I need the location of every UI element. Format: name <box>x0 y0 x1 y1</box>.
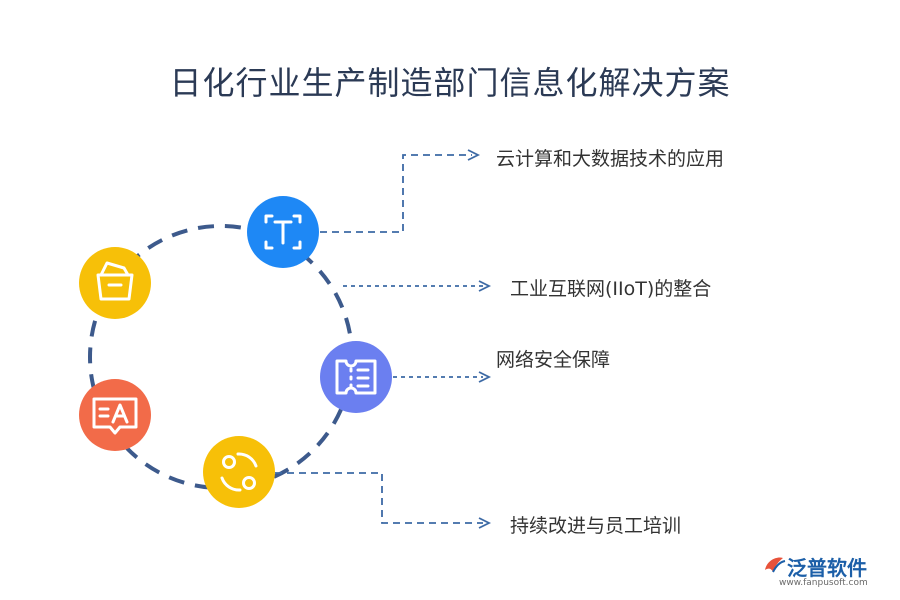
watermark-logo: 泛普软件 www.fanpusoft.com <box>761 550 886 594</box>
connector-4 <box>275 472 483 524</box>
connector-3-arrowhead <box>478 371 492 383</box>
connector-4-arrowhead <box>478 517 492 529</box>
node-message-translate <box>79 379 151 451</box>
watermark-url: www.fanpusoft.com <box>779 578 868 588</box>
shopping-bag-icon <box>96 261 134 301</box>
page-title: 日化行业生产制造部门信息化解决方案 <box>169 64 731 102</box>
connector-1 <box>320 154 472 233</box>
watermark-brand: 泛普软件 <box>787 556 867 580</box>
cycle-nodes-icon <box>220 452 258 492</box>
item-label-improvement-training: 持续改进与员工培训 <box>510 515 682 537</box>
text-frame-icon <box>264 214 302 250</box>
item-label-cloud-bigdata: 云计算和大数据技术的应用 <box>496 148 725 170</box>
brand-logo-icon <box>765 557 786 573</box>
connector-2-arrowhead <box>478 280 492 292</box>
node-shopping-bag <box>79 247 151 319</box>
message-translate-icon <box>92 397 138 435</box>
item-label-security: 网络安全保障 <box>496 349 611 371</box>
connector-1-arrowhead <box>467 149 481 161</box>
node-ticket-list <box>320 341 392 413</box>
item-label-iiot: 工业互联网(IIoT)的整合 <box>510 278 712 300</box>
node-cycle <box>203 436 275 508</box>
ticket-list-icon <box>335 359 377 395</box>
node-text-frame <box>247 196 319 268</box>
